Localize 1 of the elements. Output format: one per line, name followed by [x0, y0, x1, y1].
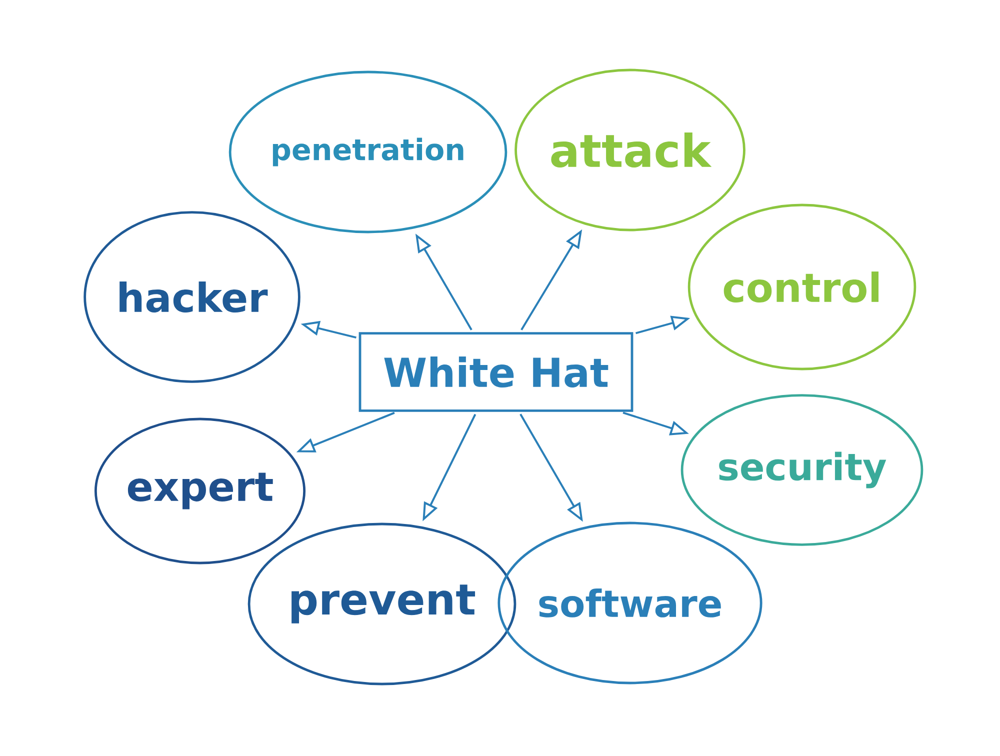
- title-box: White Hat: [358, 332, 634, 412]
